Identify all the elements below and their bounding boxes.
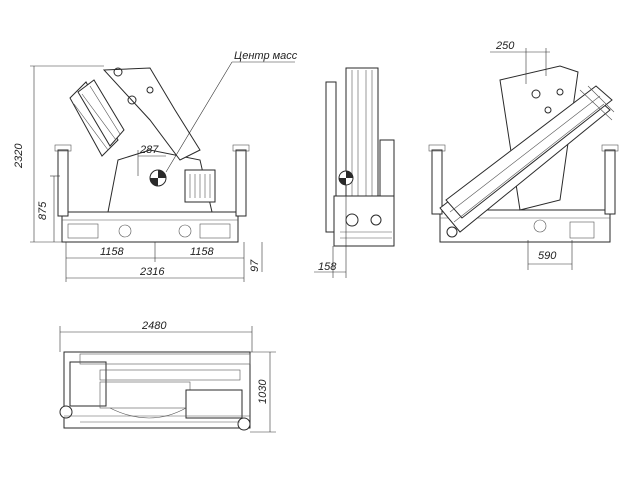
front-outrigger-right xyxy=(235,149,247,217)
center-of-mass-label: Центр масс xyxy=(234,50,298,62)
dim-287: 287 xyxy=(139,144,159,156)
dim-97: 97 xyxy=(249,259,261,272)
dim-2480: 2480 xyxy=(141,320,167,332)
front-view: Центр масс 287 2320 875 1158 1158 2316 9… xyxy=(13,50,298,282)
dim-590: 590 xyxy=(538,250,557,262)
plan-view: 2480 1030 xyxy=(59,320,276,433)
side-base xyxy=(333,195,395,247)
rear-outrigger-right xyxy=(604,149,616,215)
side-outrigger-left xyxy=(325,81,337,233)
plan-valve-block xyxy=(185,389,243,419)
plan-outrigger-foot-right xyxy=(237,417,251,431)
plan-outrigger-foot-left xyxy=(59,405,73,419)
rear-outrigger-left xyxy=(431,149,443,215)
dim-875: 875 xyxy=(37,201,49,220)
dim-1158-left: 1158 xyxy=(100,246,125,258)
dim-1158-right: 1158 xyxy=(190,246,215,258)
dim-2316: 2316 xyxy=(139,266,165,278)
plan-column-top xyxy=(69,361,107,407)
dim-250: 250 xyxy=(495,40,515,52)
dim-2320: 2320 xyxy=(13,143,25,169)
front-main-arm xyxy=(102,67,201,161)
side-view: 158 xyxy=(314,67,395,278)
front-base-frame xyxy=(61,211,239,243)
side-boom-stack xyxy=(345,67,379,217)
dim-158: 158 xyxy=(318,261,337,273)
dim-1030: 1030 xyxy=(257,379,269,404)
rear-view: 250 590 xyxy=(428,40,619,270)
front-outrigger-left xyxy=(57,149,69,217)
front-boom-section-2 xyxy=(77,79,125,147)
